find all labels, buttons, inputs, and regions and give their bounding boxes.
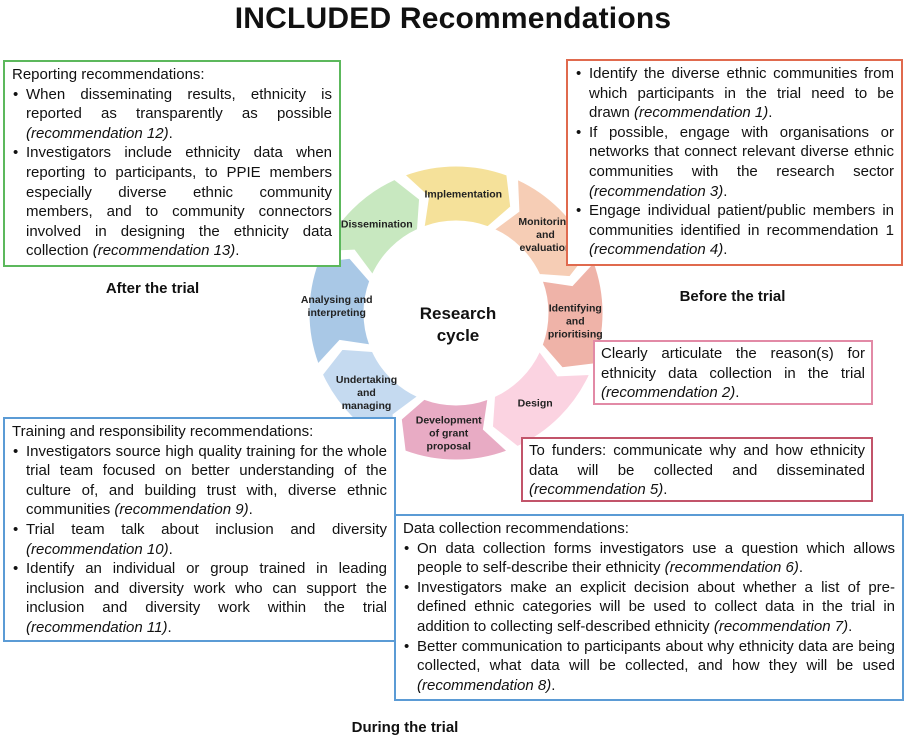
data-collection-list: On data collection forms investigators u… xyxy=(403,539,895,696)
training-list: Investigators source high quality traini… xyxy=(12,442,387,638)
list-item: Trial team talk about inclusion and dive… xyxy=(12,520,387,559)
before-list: Identify the diverse ethnic communities … xyxy=(575,64,894,260)
data-collection-heading: Data collection recommendations: xyxy=(403,520,629,537)
list-item: On data collection forms investigators u… xyxy=(403,539,895,578)
before-trial-recommendations-box: Identify the diverse ethnic communities … xyxy=(566,59,903,266)
reporting-list: When disseminating results, ethnicity is… xyxy=(12,85,332,261)
list-item: Engage individual patient/public members… xyxy=(575,201,894,260)
cycle-stage-segment xyxy=(308,257,371,365)
list-item: Investigators include ethnicity data whe… xyxy=(12,143,332,261)
training-recommendations-box: Training and responsibility recommendati… xyxy=(3,417,396,642)
list-item: Better communication to participants abo… xyxy=(403,637,895,696)
cycle-stage-label: Design xyxy=(518,398,553,410)
cycle-stage-segment xyxy=(491,350,591,448)
cycle-stage-segment xyxy=(493,178,591,278)
list-item: If possible, engage with organisations o… xyxy=(575,123,894,201)
list-item: Investigators source high quality traini… xyxy=(12,442,387,520)
funders-recommendation-box: To funders: communicate why and how ethn… xyxy=(521,437,873,502)
phase-label-after: After the trial xyxy=(105,280,200,297)
cycle-stage-label: Dissemination xyxy=(341,218,413,230)
cycle-stage-label: Implementation xyxy=(424,189,502,201)
list-item: Identify the diverse ethnic communities … xyxy=(575,64,894,123)
cycle-stage-segment xyxy=(404,165,512,228)
data-collection-recommendations-box: Data collection recommendations: On data… xyxy=(394,514,904,701)
reporting-recommendations-box: Reporting recommendations: When dissemin… xyxy=(3,60,341,267)
list-item: Identify an individual or group trained … xyxy=(12,559,387,637)
cycle-stage-segment xyxy=(400,398,508,461)
reporting-heading: Reporting recommendations: xyxy=(12,66,205,83)
list-item: When disseminating results, ethnicity is… xyxy=(12,85,332,144)
training-heading: Training and responsibility recommendati… xyxy=(12,423,314,440)
list-item: Investigators make an explicit decision … xyxy=(403,578,895,637)
cycle-stage-segment xyxy=(541,261,604,369)
phase-label-before: Before the trial xyxy=(679,288,786,305)
phase-label-during: During the trial xyxy=(351,719,459,736)
design-recommendation-box: Clearly articulate the reason(s) for eth… xyxy=(593,340,873,405)
page-title: INCLUDED Recommendations xyxy=(234,2,672,35)
